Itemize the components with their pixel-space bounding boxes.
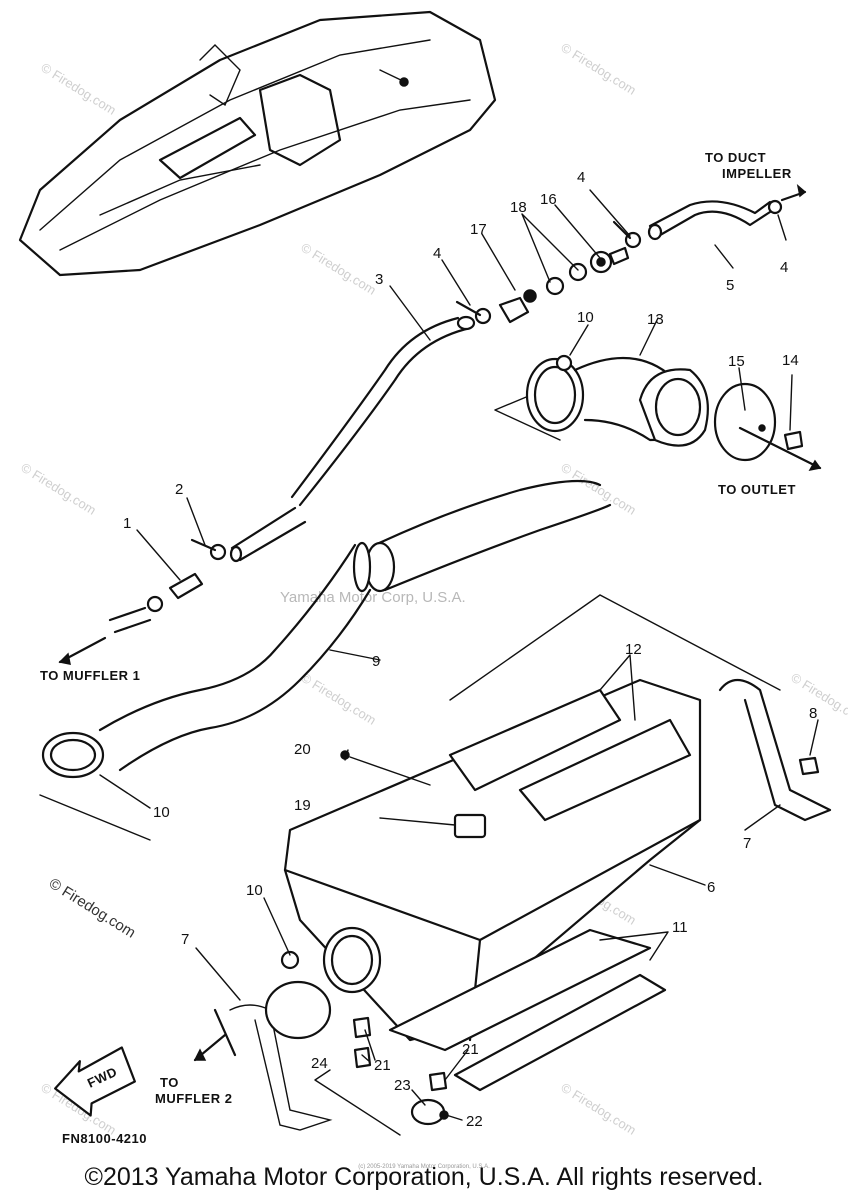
- upper-fitting-group: [455, 184, 807, 325]
- firedog-watermark: © Firedog.com: [298, 670, 378, 728]
- fwd-arrow: FWD: [54, 1046, 136, 1117]
- part-number-18: 18: [510, 199, 527, 216]
- part-number-7: 7: [181, 931, 189, 948]
- firedog-watermark-dark: © Firedog.com: [46, 875, 139, 942]
- outlet-elbow-group: [494, 354, 822, 472]
- firedog-watermark: © Firedog.com: [558, 40, 638, 98]
- firedog-watermark: © Firedog.com: [558, 1080, 638, 1138]
- firedog-watermark: © Firedog.com: [788, 670, 848, 728]
- part-number-1: 1: [123, 515, 131, 532]
- firedog-watermark: © Firedog.com: [18, 460, 98, 518]
- part-number-24: 24: [311, 1055, 328, 1072]
- part-number-11: 11: [672, 919, 688, 936]
- diagram-code: FN8100-4210: [62, 1131, 147, 1146]
- part-number-7: 7: [743, 835, 751, 852]
- part-number-21: 21: [462, 1041, 479, 1058]
- part-number-23: 23: [394, 1077, 411, 1094]
- part-number-19: 19: [294, 797, 311, 814]
- callout-impeller: IMPELLER: [722, 166, 792, 181]
- yamaha-center-watermark: Yamaha Motor Corp, U.S.A.: [280, 589, 466, 606]
- part-number-12: 12: [625, 641, 642, 658]
- part-number-14: 14: [782, 352, 799, 369]
- firedog-watermark: © Firedog.com: [298, 240, 378, 298]
- callout-to-outlet: TO OUTLET: [718, 482, 796, 497]
- watercraft-illustration: [18, 10, 497, 277]
- callout-to-duct: TO DUCT: [705, 150, 766, 165]
- part-number-6: 6: [707, 879, 715, 896]
- part-number-20: 20: [294, 741, 311, 758]
- part-number-2: 2: [175, 481, 183, 498]
- part-number-4: 4: [577, 169, 585, 186]
- copyright-footer: ©2013 Yamaha Motor Corporation, U.S.A. A…: [84, 1163, 764, 1191]
- leader-lines: [99, 189, 819, 1121]
- part-numbers: 3 4 17 18 16 4 4 5 10 13 15 14 2 1 9 12 …: [123, 169, 817, 1130]
- part-number-15: 15: [728, 353, 745, 370]
- part-number-10: 10: [153, 804, 170, 821]
- part-6-muffler: [283, 594, 781, 1042]
- fastener-group: [193, 1016, 449, 1136]
- part-3-hose: [290, 315, 476, 507]
- part-number-10: 10: [577, 309, 594, 326]
- part-number-8: 8: [809, 705, 817, 722]
- part-number-17: 17: [470, 221, 487, 238]
- part-number-3: 3: [375, 271, 383, 288]
- part-number-9: 9: [372, 653, 380, 670]
- small-hose-group: [58, 506, 307, 665]
- callout-to: TO: [160, 1075, 179, 1090]
- callout-muffler-2: MUFFLER 2: [155, 1091, 232, 1106]
- part-7-bands: [213, 678, 832, 1131]
- part-number-4: 4: [780, 259, 788, 276]
- part-11-pads: [388, 928, 667, 1092]
- part-number-5: 5: [726, 277, 734, 294]
- callouts: TO DUCT IMPELLER TO OUTLET TO MUFFLER 1 …: [40, 150, 796, 1146]
- callout-to-muffler-1: TO MUFFLER 1: [40, 668, 140, 683]
- part-9-large-hose: [39, 479, 612, 841]
- part-number-22: 22: [466, 1113, 483, 1130]
- small-copyright: (c) 2005-2019 Yamaha Motor Corporation, …: [358, 1164, 490, 1170]
- part-number-16: 16: [540, 191, 557, 208]
- part-number-13: 13: [647, 311, 664, 328]
- part-number-10: 10: [246, 882, 263, 899]
- firedog-watermark: © Firedog.com: [38, 60, 118, 118]
- part-number-4: 4: [433, 245, 441, 262]
- part-number-21: 21: [374, 1057, 391, 1074]
